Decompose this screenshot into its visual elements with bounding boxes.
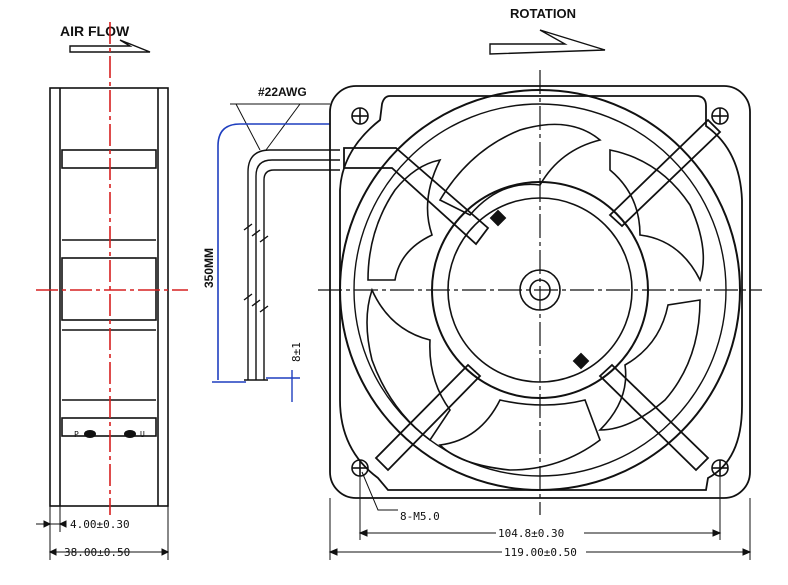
terminal-pos-label: P bbox=[74, 430, 79, 439]
wire-length-dimension bbox=[212, 123, 330, 383]
fan-depth-label: 38.00±0.50 bbox=[64, 546, 130, 559]
hole-spacing-label: 104.8±0.30 bbox=[498, 527, 564, 540]
flange-thickness-label: 4.00±0.30 bbox=[70, 518, 130, 531]
terminal-markers: P U bbox=[74, 430, 145, 439]
rotation-indicator: ROTATION bbox=[489, 6, 606, 55]
air-flow-indicator: AIR FLOW bbox=[60, 23, 151, 53]
side-dimensions bbox=[36, 506, 170, 560]
side-rib-middle bbox=[61, 257, 157, 321]
frame-spokes bbox=[343, 118, 722, 472]
mount-holes-label: 8-M5.0 bbox=[400, 510, 440, 523]
hub-marker-top bbox=[489, 209, 507, 227]
hole-spacing-bg bbox=[496, 526, 584, 539]
wire-gauge-callout: #22AWG bbox=[230, 85, 330, 151]
wire-length-label: 350MM bbox=[202, 248, 216, 288]
fan-blades bbox=[366, 123, 705, 471]
rotation-label: ROTATION bbox=[510, 6, 576, 21]
rotation-arrow bbox=[489, 29, 606, 55]
terminal-pos-icon bbox=[84, 430, 96, 438]
wire-channel-spoke bbox=[343, 147, 490, 246]
air-flow-label: AIR FLOW bbox=[60, 23, 130, 39]
wire-stub-dimension bbox=[266, 370, 300, 402]
side-view bbox=[49, 87, 169, 507]
side-centerlines bbox=[36, 22, 188, 515]
terminal-neg-icon bbox=[124, 430, 136, 438]
wire-stub-label: 8±1 bbox=[290, 342, 303, 362]
frame-width-label: 119.00±0.50 bbox=[504, 546, 577, 559]
mount-hole-top-left bbox=[351, 107, 369, 125]
side-view-outline bbox=[49, 87, 169, 507]
air-flow-arrow bbox=[69, 39, 151, 53]
terminal-neg-label: U bbox=[140, 430, 145, 439]
mount-hole-bottom-right bbox=[711, 459, 729, 477]
hub-marker-bottom bbox=[572, 352, 590, 370]
frame-inner-outline bbox=[339, 95, 743, 491]
side-rib-bottom bbox=[61, 417, 157, 437]
front-centerlines bbox=[318, 70, 762, 515]
mount-hole-top-right bbox=[711, 107, 729, 125]
wire-leads bbox=[243, 149, 340, 381]
frame-width-bg bbox=[502, 545, 586, 558]
side-rib-top bbox=[61, 149, 157, 169]
wire-gauge-label: #22AWG bbox=[258, 85, 307, 99]
mount-hole-bottom-left bbox=[351, 459, 369, 477]
mounting-holes bbox=[351, 107, 729, 477]
